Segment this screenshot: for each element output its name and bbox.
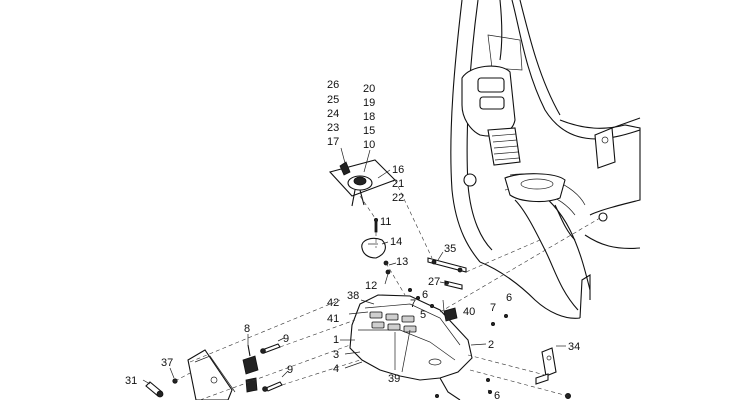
callout-38: 38	[347, 290, 359, 302]
callout-16: 16	[392, 164, 404, 176]
callout-7-right: 7	[490, 302, 496, 314]
callout-35: 35	[444, 243, 456, 255]
callout-15: 15	[363, 125, 375, 137]
callout-5: 5	[420, 309, 426, 321]
callout-40: 40	[463, 306, 475, 318]
knob-14	[361, 217, 386, 259]
upper-right-mount	[594, 117, 641, 169]
frame-cup-recess	[504, 173, 566, 203]
callout-4: 4	[333, 363, 339, 375]
callout-25: 25	[327, 94, 339, 106]
callout-27: 27	[428, 276, 440, 288]
callout-12: 12	[365, 280, 377, 292]
part-27	[444, 280, 463, 290]
callout-10: 10	[363, 139, 375, 151]
assembly-lines	[174, 179, 601, 400]
callout-22: 22	[392, 192, 404, 204]
callout-23: 23	[327, 122, 339, 134]
callout-13: 13	[396, 256, 408, 268]
callout-labels: 26 25 24 23 17 20 19 18 15 10 16 21 22 1…	[125, 79, 580, 400]
fasteners-12-13	[383, 260, 391, 275]
pillar-switch-panel	[461, 65, 516, 137]
callout-42: 42	[327, 297, 339, 309]
callout-6-right: 6	[506, 292, 512, 304]
callout-7-left: 7	[410, 298, 416, 310]
callout-1: 1	[333, 334, 339, 346]
callout-14: 14	[390, 236, 402, 248]
air-vent-grille	[487, 127, 521, 166]
callout-31: 31	[125, 375, 137, 387]
callout-6-bottom: 6	[494, 390, 500, 400]
callout-41: 41	[327, 313, 339, 325]
callout-6-top: 6	[422, 289, 428, 301]
callout-39: 39	[388, 373, 400, 385]
callout-2: 2	[488, 339, 494, 351]
callout-11: 11	[380, 216, 391, 228]
callout-3: 3	[333, 349, 339, 361]
lower-left-panel	[187, 349, 236, 400]
callout-9-upper: 9	[283, 333, 289, 345]
bracket-35	[427, 257, 467, 273]
callout-24: 24	[327, 108, 339, 120]
callout-leaders	[142, 147, 566, 393]
upper-console-knob-assembly	[328, 159, 396, 207]
callout-18: 18	[363, 111, 375, 123]
callout-37: 37	[161, 357, 173, 369]
callout-20: 20	[363, 83, 375, 95]
screw-9a	[260, 343, 281, 354]
bracket-34	[535, 347, 557, 385]
main-side-console	[349, 294, 473, 400]
fastener-31	[145, 381, 164, 398]
callout-26: 26	[327, 79, 339, 91]
callout-17: 17	[327, 136, 339, 148]
plate-8	[242, 344, 259, 375]
callout-8: 8	[244, 323, 250, 335]
screw-9b	[245, 377, 283, 393]
callout-21: 21	[392, 178, 404, 190]
callout-34: 34	[568, 341, 580, 353]
switch-40	[443, 307, 458, 322]
callout-9-lower: 9	[287, 364, 293, 376]
callout-19: 19	[363, 97, 375, 109]
